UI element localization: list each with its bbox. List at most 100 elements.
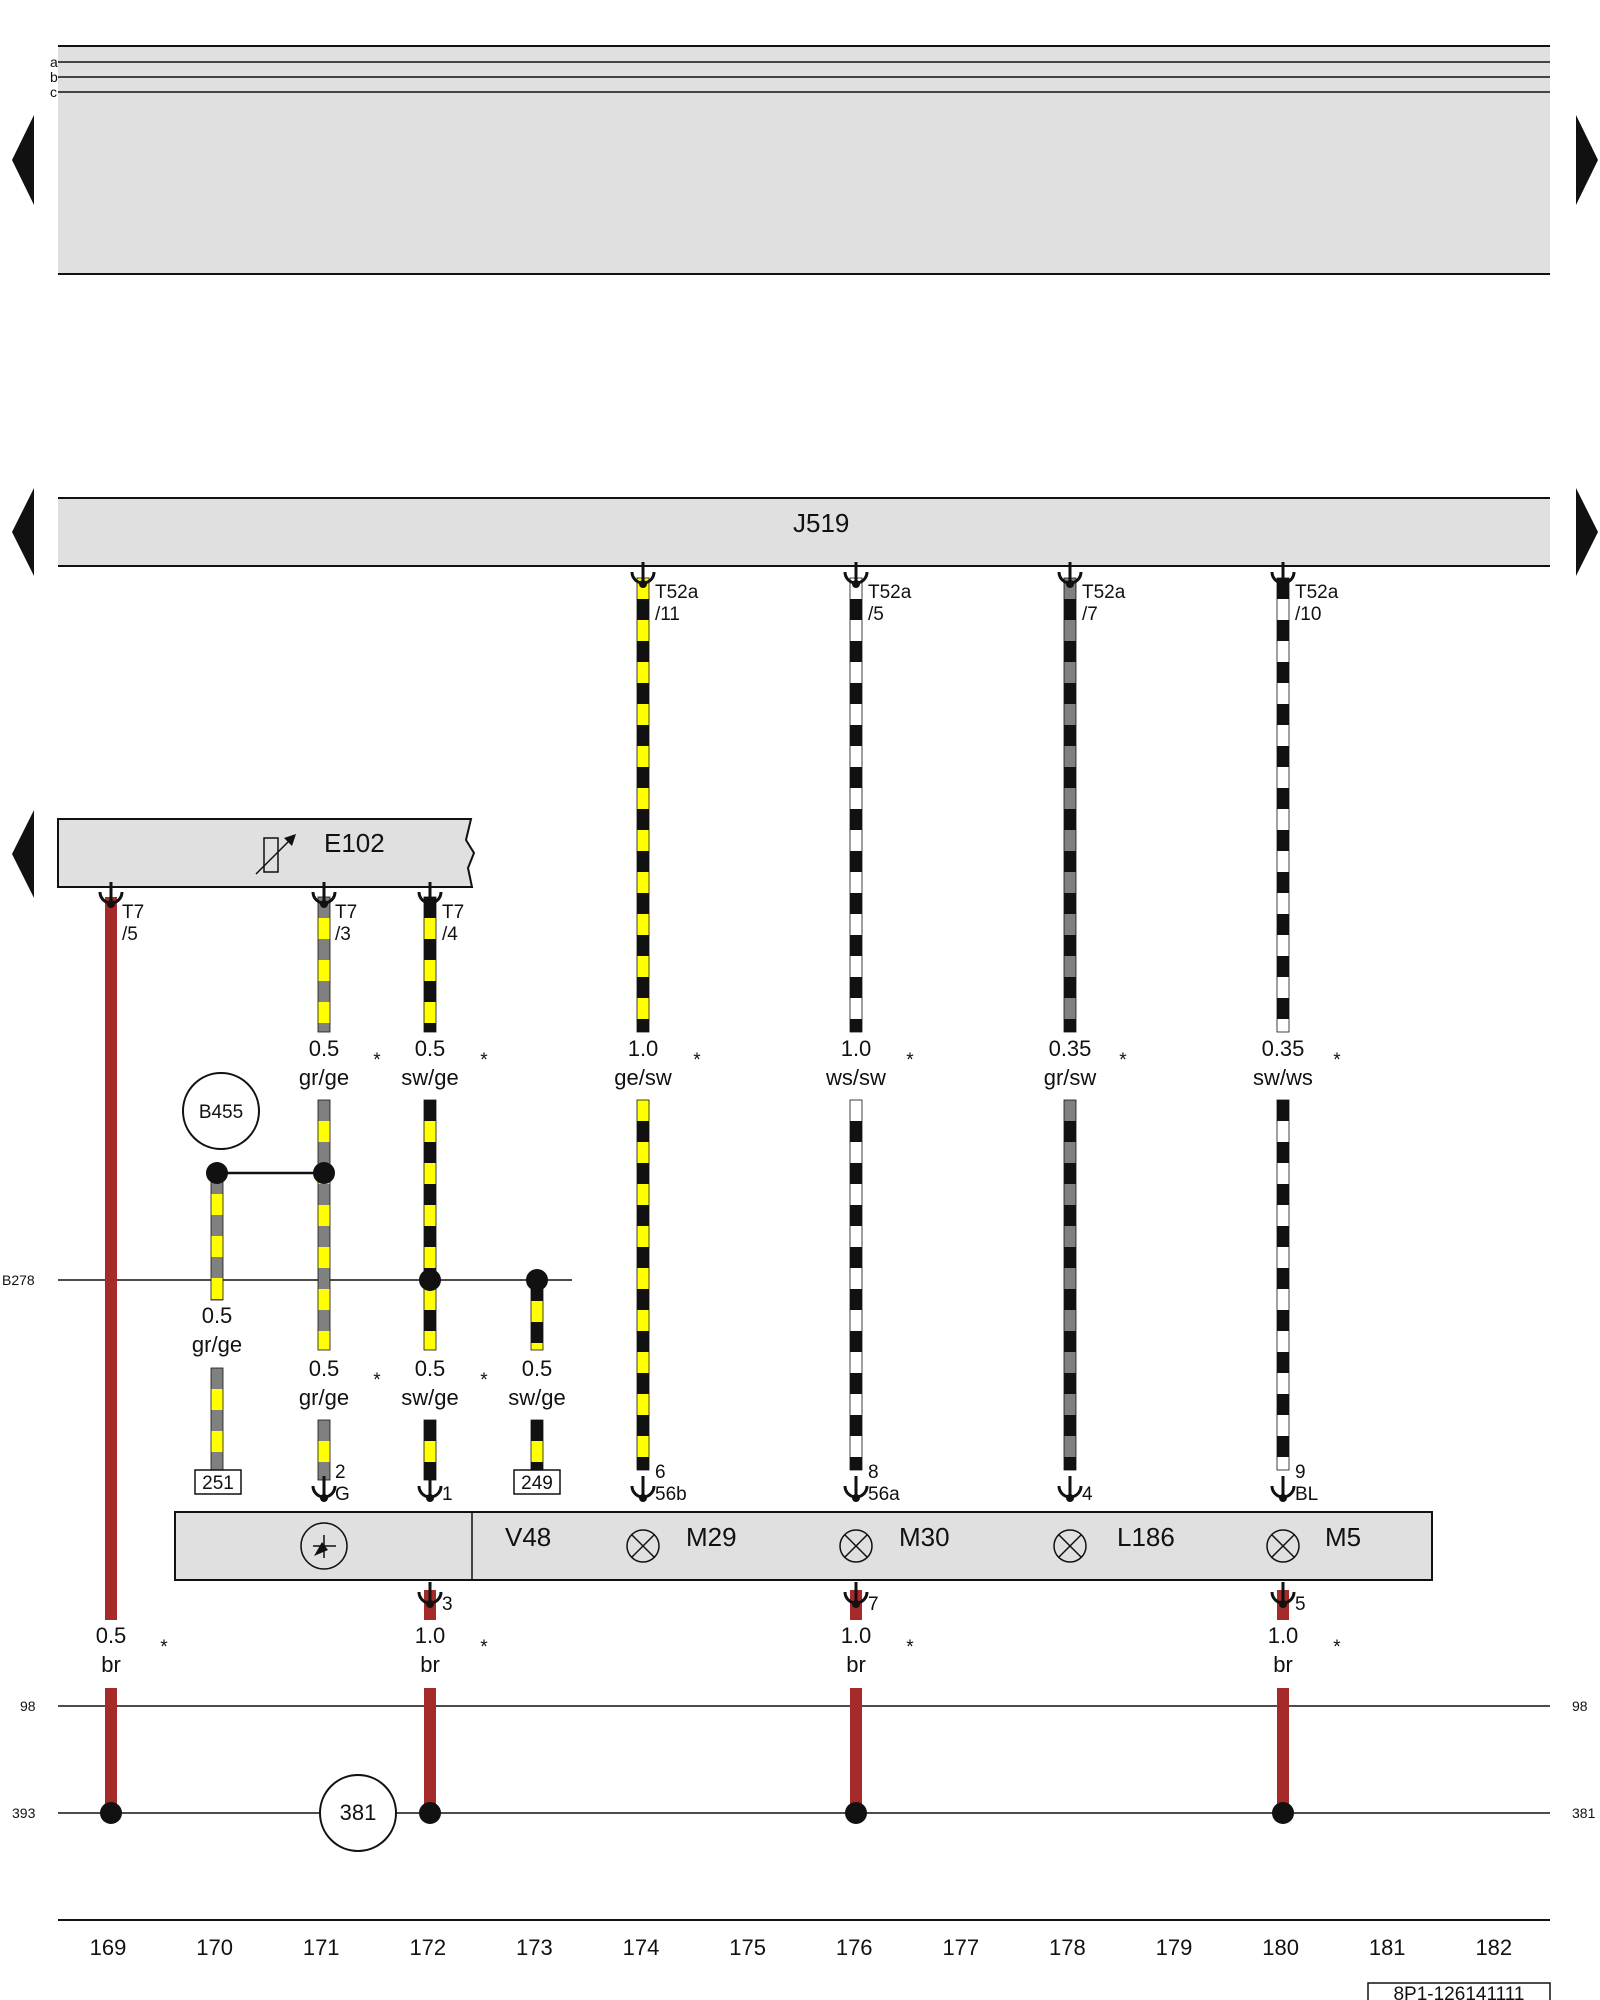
wire-segment — [318, 1441, 330, 1462]
connector-symbol — [1057, 562, 1083, 588]
j519-continue-right-arrow[interactable] — [1576, 488, 1598, 576]
wire-segment — [318, 939, 330, 960]
pin-bottom-172: 3 — [442, 1594, 453, 1615]
l186-label: L186 — [1117, 1522, 1175, 1552]
wire-segment — [1277, 1019, 1289, 1032]
motor-icon — [300, 1522, 348, 1570]
wire-segment — [637, 767, 649, 788]
wire-segment — [318, 1420, 330, 1441]
e102-continue-left-arrow[interactable] — [12, 810, 34, 898]
wire-segment — [637, 641, 649, 662]
wire-segment — [1277, 914, 1289, 935]
pin-171-number: 2 — [335, 1462, 346, 1483]
wire-segment — [850, 809, 862, 830]
wire-asterisk: * — [906, 1637, 914, 1658]
wire-asterisk: * — [906, 1050, 914, 1071]
lamp-icon-m5 — [1266, 1529, 1300, 1563]
wire-segment — [850, 1373, 862, 1394]
wire-segment — [1064, 1163, 1076, 1184]
wire-segment — [1277, 1163, 1289, 1184]
wire-segment — [1277, 1310, 1289, 1331]
wire-size: 0.5 — [309, 1356, 340, 1381]
wire-segment — [637, 683, 649, 704]
wire-segment — [1064, 977, 1076, 998]
wire-size: 0.5 — [415, 1036, 446, 1061]
wire-segment — [424, 1310, 436, 1331]
wire-asterisk: * — [373, 1050, 381, 1071]
wire-segment — [850, 1184, 862, 1205]
wire-segment — [850, 1121, 862, 1142]
wire-size: 1.0 — [415, 1623, 446, 1648]
wire-segment — [850, 1310, 862, 1331]
wire-segment — [1277, 1289, 1289, 1310]
wire-segment — [850, 893, 862, 914]
column-number: 177 — [942, 1935, 979, 1960]
wire-color: sw/ws — [1253, 1065, 1313, 1090]
wire-segment — [850, 1352, 862, 1373]
bus-ref-393: 393 — [12, 1805, 36, 1821]
wire-segment — [424, 1331, 436, 1350]
wire-segment — [424, 1688, 436, 1813]
wire-segment — [424, 1247, 436, 1268]
wire-size: 0.35 — [1262, 1036, 1305, 1061]
wire-segment — [424, 1226, 436, 1247]
wire-segment — [850, 788, 862, 809]
wire-segment — [1277, 725, 1289, 746]
wire-segment — [1064, 1373, 1076, 1394]
continue-left-arrow[interactable] — [12, 115, 34, 205]
junction-dot — [313, 1162, 335, 1184]
wire-asterisk: * — [480, 1370, 488, 1391]
wire-segment — [1064, 662, 1076, 683]
ref-box-251[interactable]: 251 — [202, 1473, 234, 1494]
wire-segment — [1064, 1184, 1076, 1205]
wire-segment — [1064, 746, 1076, 767]
wire-segment — [637, 935, 649, 956]
b455-reference: B455 — [199, 1102, 243, 1123]
wire-gr-sw — [1063, 577, 1077, 1033]
wire-segment — [318, 960, 330, 981]
wire-segment — [850, 1163, 862, 1184]
wire-segment — [1277, 1205, 1289, 1226]
wire-segment — [637, 1226, 649, 1247]
wire-segment — [1277, 809, 1289, 830]
wire-segment — [424, 981, 436, 1002]
wire-segment — [1064, 620, 1076, 641]
wire-sw-ge — [423, 1419, 437, 1481]
wire-segment — [1277, 746, 1289, 767]
wire-segment — [850, 1331, 862, 1352]
wire-segment — [424, 1002, 436, 1023]
top-panel: a b c — [50, 45, 1550, 275]
continue-right-arrow[interactable] — [1576, 115, 1598, 205]
ref-box-249[interactable]: 249 — [521, 1473, 553, 1494]
references: B455 251 249 381 — [182, 1072, 561, 1852]
terminal-j519-3-a: T52a — [1082, 582, 1126, 603]
wire-segment — [637, 1268, 649, 1289]
wire-segment — [424, 1462, 436, 1480]
column-number: 181 — [1369, 1935, 1406, 1960]
wire-segment — [1064, 1457, 1076, 1470]
ground-junction-dot — [419, 1802, 441, 1824]
wire-segment — [1277, 788, 1289, 809]
wire-segment — [637, 1373, 649, 1394]
wire-segment — [637, 620, 649, 641]
wire-segment — [850, 851, 862, 872]
wire-ge-sw — [636, 577, 650, 1033]
wire-segment — [850, 1394, 862, 1415]
j519-continue-left-arrow[interactable] — [12, 488, 34, 576]
wire-asterisk: * — [693, 1050, 701, 1071]
connector-symbol — [1270, 1582, 1296, 1608]
wire-segment — [1064, 1142, 1076, 1163]
wire-segment — [637, 914, 649, 935]
wire-size: 1.0 — [628, 1036, 659, 1061]
wire-segment — [105, 897, 117, 1620]
wire-size: 0.5 — [309, 1036, 340, 1061]
wire-br — [105, 897, 117, 1620]
wire-segment — [850, 914, 862, 935]
wire-segment — [318, 1462, 330, 1480]
wire-segment — [531, 1420, 543, 1441]
connector-symbol — [843, 1582, 869, 1608]
wire-color: gr/ge — [299, 1385, 349, 1410]
terminal-j519-2-a: T52a — [868, 582, 912, 603]
wire-segment — [1064, 725, 1076, 746]
wire-segment — [850, 1688, 862, 1813]
